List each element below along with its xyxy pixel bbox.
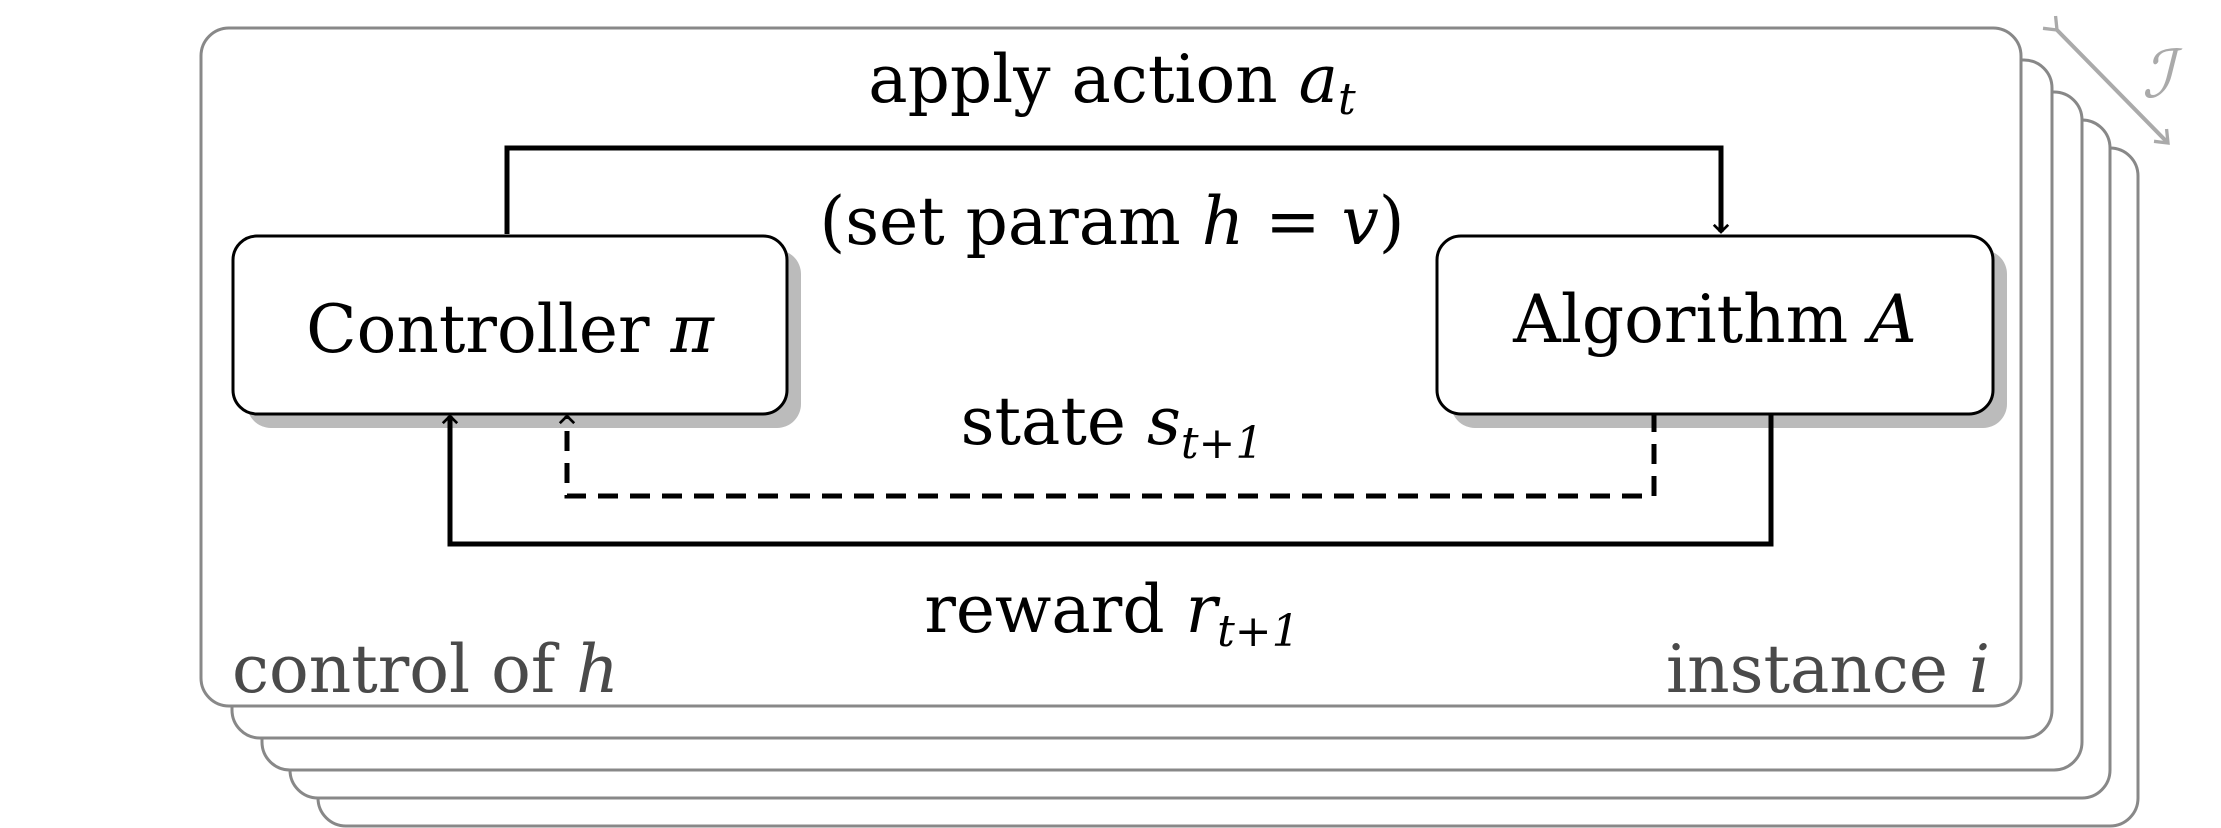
action-var: a [1299, 41, 1338, 118]
control-label: control of h [232, 631, 619, 708]
instance-stack [199, 26, 2140, 828]
action-arrow [504, 145, 1730, 234]
action-detail-close: ) [1379, 183, 1405, 260]
stack-depth-arrow [2042, 15, 2170, 145]
state-label: state st+1 [961, 383, 1264, 469]
instance-set-symbol: ℐ [2142, 36, 2183, 113]
action-detail-value-var: v [1341, 183, 1378, 260]
action-label: apply action at [868, 41, 1356, 125]
action-label-text: apply action [868, 41, 1298, 118]
reward-arrow [441, 412, 1774, 547]
state-label-text: state [961, 383, 1147, 460]
algorithm-node [1435, 234, 1995, 416]
reward-label: reward rt+1 [924, 571, 1299, 657]
reward-sub: t+1 [1217, 606, 1300, 657]
algorithm-var: A [1863, 281, 1917, 358]
state-arrow [558, 412, 1657, 499]
action-detail-eq: = [1244, 183, 1341, 260]
reward-var: r [1186, 571, 1221, 648]
control-label-text: control of [232, 631, 576, 708]
action-detail-open: (set param [819, 183, 1201, 260]
state-sub: t+1 [1181, 418, 1264, 469]
controller-node [231, 234, 789, 416]
algorithm-label-text: Algorithm [1512, 281, 1869, 358]
connectors [441, 145, 1774, 547]
action-detail-param-var: h [1202, 183, 1245, 260]
action-sub: t [1338, 74, 1356, 125]
instance-var: i [1969, 631, 1990, 708]
algorithm-label: Algorithm A [1512, 281, 1917, 358]
controller-label: Controller π [306, 291, 715, 368]
controller-label-text: Controller [306, 291, 670, 368]
instance-frame-main [199, 26, 2023, 708]
instance-label-text: instance [1666, 631, 1969, 708]
control-param-var: h [576, 631, 619, 708]
action-detail-label: (set param h = v) [819, 183, 1404, 260]
controller-policy-var: π [669, 291, 715, 368]
instance-label: instance i [1666, 631, 1990, 708]
reward-label-text: reward [924, 571, 1185, 648]
state-var: s [1147, 383, 1181, 460]
